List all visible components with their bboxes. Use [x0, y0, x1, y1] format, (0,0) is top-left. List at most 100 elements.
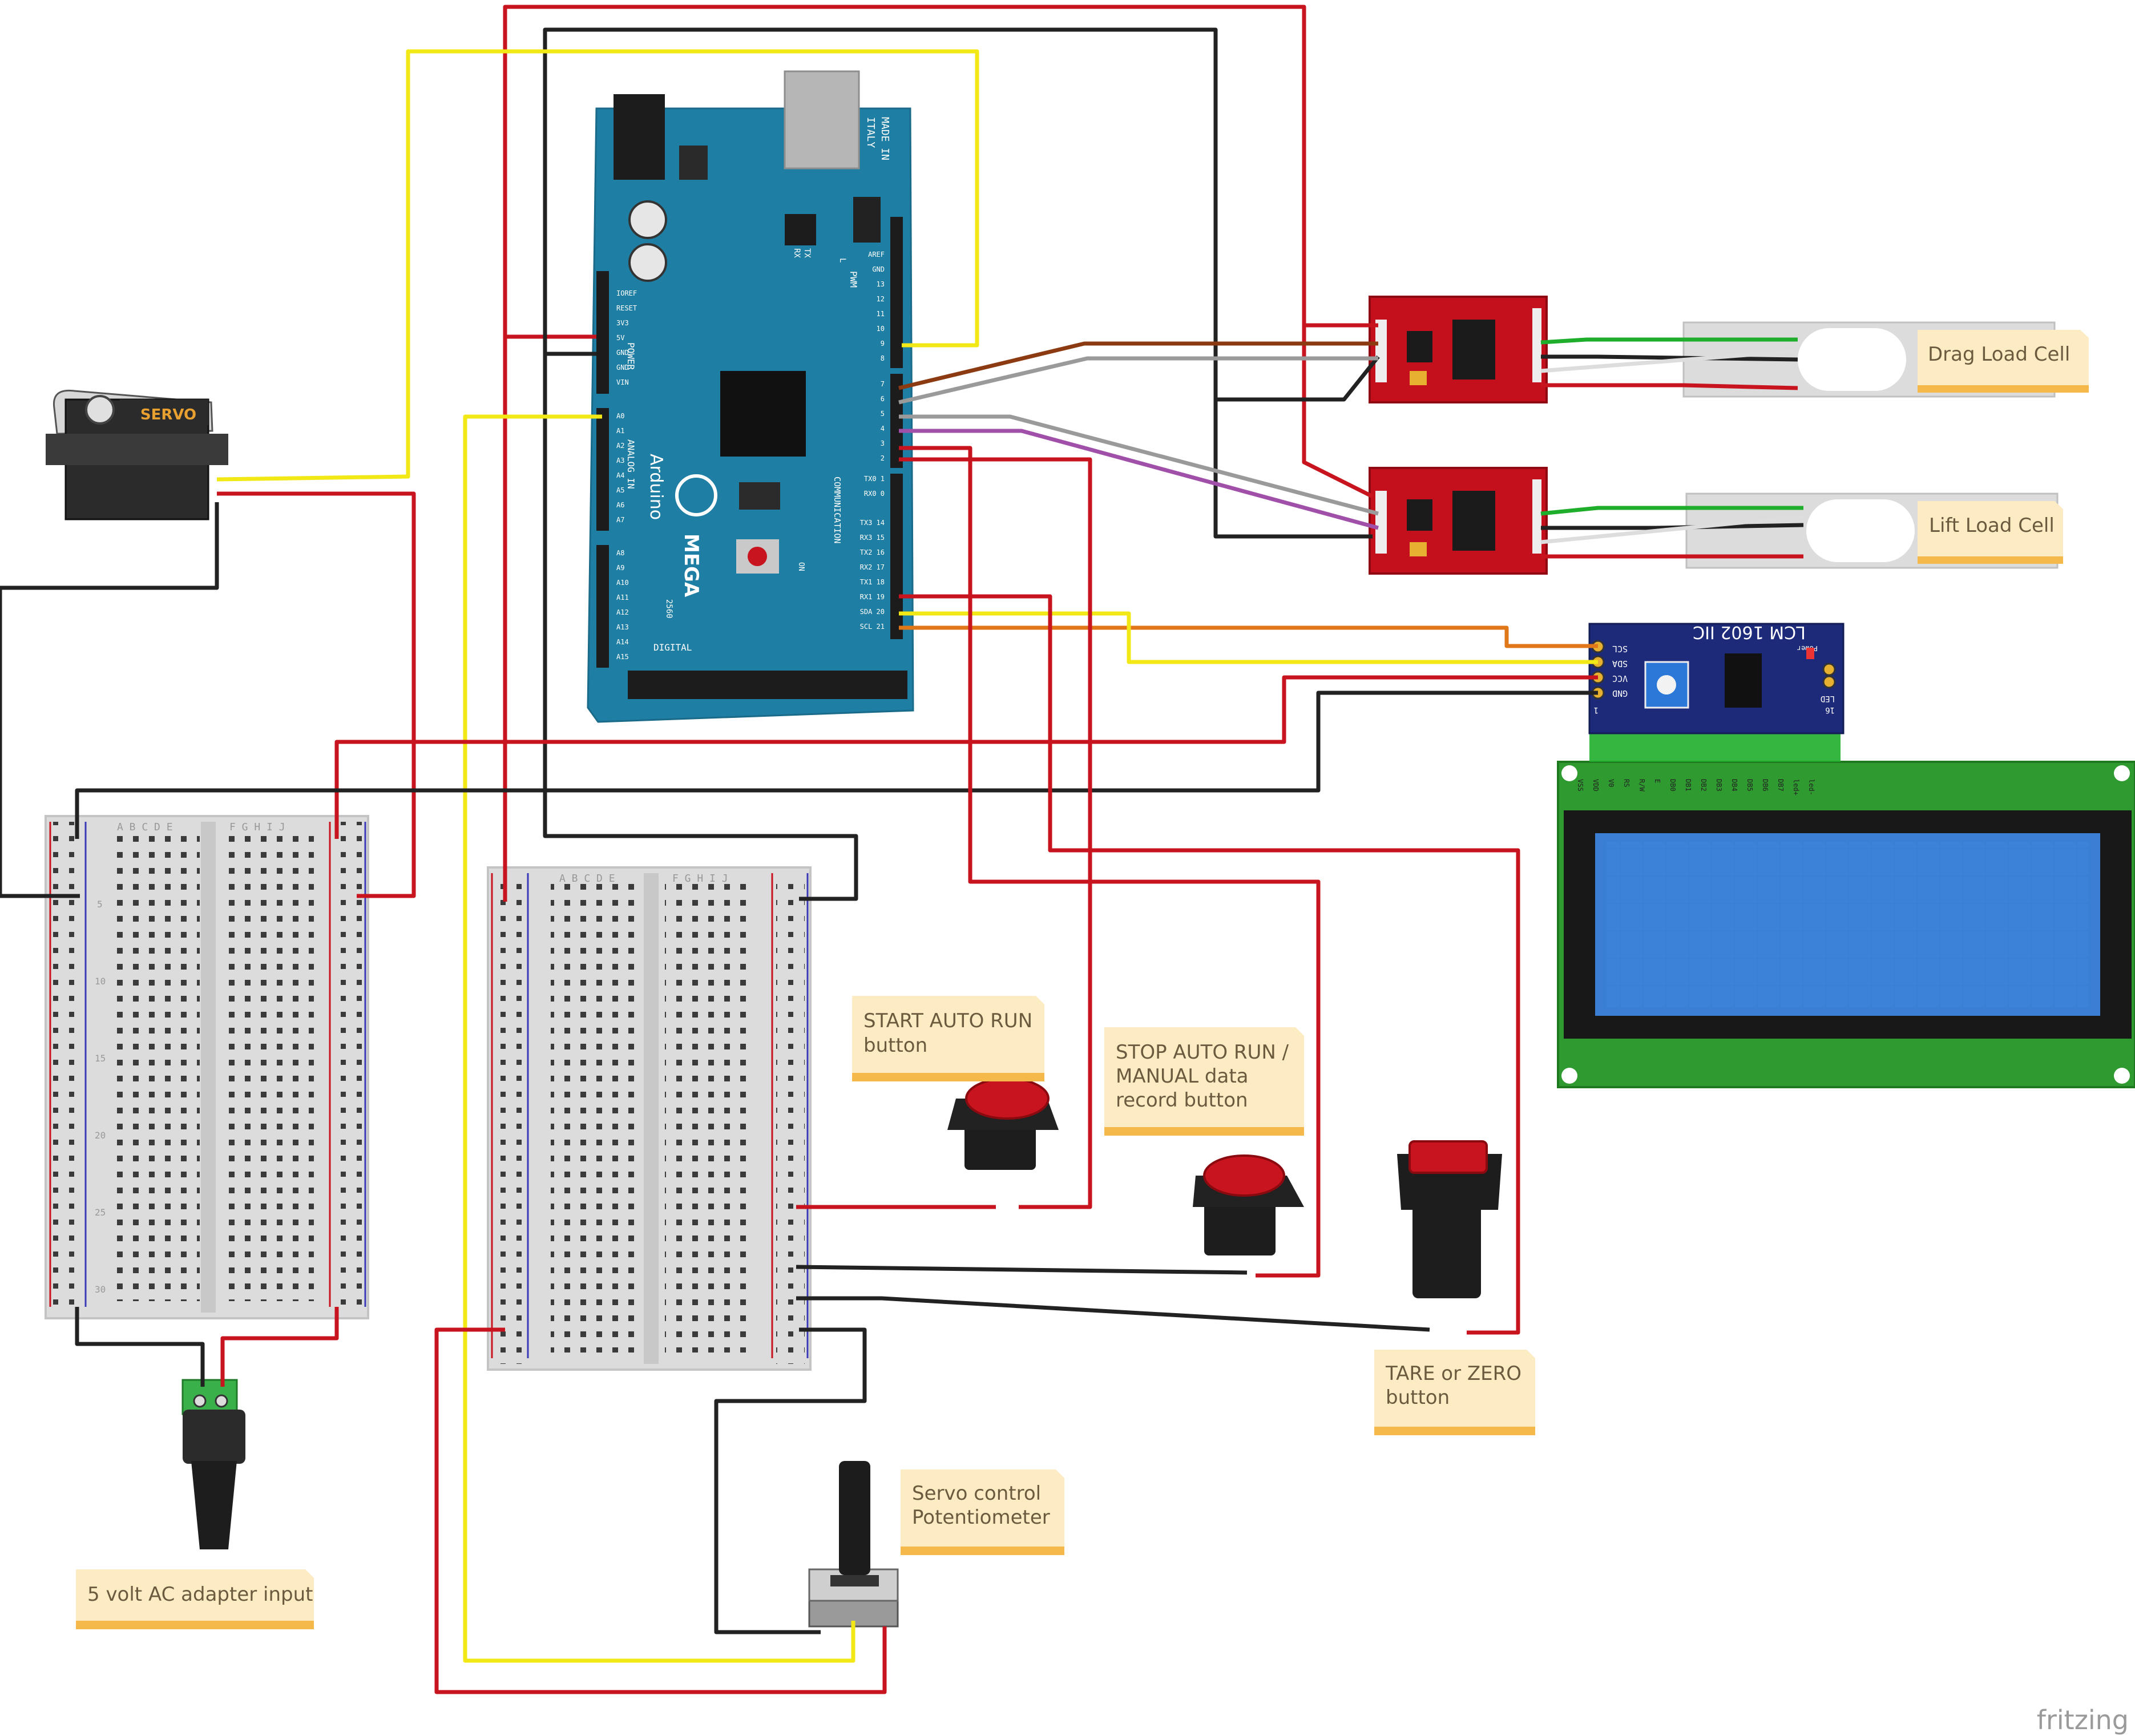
pin-label-a8: A8 [616, 549, 624, 557]
pin-label-d13: 13 [877, 280, 885, 288]
servo-label: SERVO [140, 406, 196, 423]
pin-label-d10: 10 [877, 325, 885, 333]
wire-red-pot-vcc [434, 1327, 887, 1694]
dc-barrel-jack-icon [181, 1379, 245, 1549]
pin-label-vin: VIN [616, 378, 629, 386]
backpack-pin-gnd: GND [1612, 688, 1628, 699]
pin-label-a13: A13 [616, 623, 629, 631]
pin-label-d2: 2 [881, 454, 885, 462]
pin-label-a9: A9 [616, 564, 624, 572]
breadboard-left-rail-b [334, 822, 362, 1313]
breadboard-left-row-10: 10 [95, 976, 106, 987]
rotary-potentiometer-icon[interactable] [808, 1461, 899, 1628]
note-drag-load-cell: Drag Load Cell [1918, 330, 2089, 393]
mega-2560-label: 2560 [664, 599, 673, 619]
wire-green-drag [1540, 337, 1798, 345]
wire-red-drag [1541, 383, 1798, 390]
breadboard-left: A B C D E F G H I J 5 10 15 20 25 30 [45, 815, 369, 1319]
stop-auto-run-pushbutton[interactable] [1193, 1154, 1304, 1255]
pin-label-d7: 7 [881, 380, 885, 388]
wire-red-lcd-vcc [334, 675, 1598, 839]
wire-black-arduino-to-breadboard [543, 354, 858, 901]
tare-zero-pushbutton[interactable] [1397, 1140, 1502, 1298]
pin-label-gnd-top: GND [872, 265, 885, 273]
note-lift-load-cell: Lift Load Cell [1918, 501, 2063, 564]
wire-black-drag [1541, 354, 1798, 362]
pin-label-d12: 12 [877, 295, 885, 303]
lcd-pin-led-minus: led- [1807, 779, 1815, 796]
wire-black-tare-rail [796, 1296, 1430, 1332]
note-start-auto-run: START AUTO RUN button [852, 996, 1044, 1081]
lcd-pin-v0: V0 [1607, 779, 1615, 787]
potentiometer-shaft[interactable] [839, 1461, 870, 1575]
breadboard-center-cols-left: A B C D E [559, 873, 615, 885]
backpack-pin-scl: SCL [1612, 644, 1628, 654]
wire-black-jack-gnd [75, 1307, 205, 1387]
usb-b-connector-icon [784, 70, 860, 169]
wire-red-servo [217, 491, 416, 898]
wire-red-tare-button [899, 594, 1520, 1335]
atmega2560-chip [720, 371, 806, 457]
rx-led-label: RX [792, 248, 801, 258]
breadboard-center-rail-b [776, 873, 805, 1364]
backpack-title: LCM 1602 IIC [1693, 622, 1806, 642]
note-drag-text: Drag Load Cell [1928, 343, 2070, 366]
backpack-pin-vcc: VCC [1612, 673, 1628, 684]
note-servo-potentiometer: Servo control Potentiometer [901, 1469, 1064, 1555]
breadboard-center-rail-a [495, 873, 523, 1364]
lcd-pin-db5: DB5 [1746, 779, 1754, 792]
start-auto-run-pushbutton[interactable] [947, 1077, 1059, 1170]
power-header-label: POWER [625, 342, 636, 370]
breadboard-left-row-15: 15 [95, 1053, 106, 1064]
wire-black-lcd-gnd [75, 691, 1598, 839]
lcd-i2c-backpack: LCM 1602 IIC Power LED 16 1 SCL SDA VCC … [1588, 622, 1845, 734]
pin-label-3v3: 3V3 [616, 319, 629, 327]
wire-red-stop-button [899, 446, 1321, 1278]
pin-label-gnd-2: GND [616, 364, 629, 372]
on-led-label: ON [797, 562, 805, 571]
dc-barrel-jack-icon [614, 94, 665, 180]
backpack-pin-sda: SDA [1612, 659, 1628, 669]
pin-label-a2: A2 [616, 442, 624, 450]
pin-label-a10: A10 [616, 579, 629, 587]
pin-label-tx3: TX3 14 [860, 519, 885, 527]
wire-gray-hx-drag-sck [898, 356, 1378, 405]
pin-label-gnd-1: GND [616, 349, 629, 357]
pin-label-aref: AREF [868, 251, 885, 259]
pushbutton-icon [965, 1077, 1050, 1120]
wire-red-to-hx-lift [1302, 325, 1374, 499]
lcd-pin-db1: DB1 [1684, 779, 1692, 792]
communication-header-label: COMMUNICATION [832, 477, 842, 543]
breadboard-left-terminal-ae [108, 827, 200, 1301]
analog-header-label: ANALOG IN [625, 439, 636, 489]
lcd-pin-vss: VSS [1576, 779, 1584, 792]
header-digital-top [890, 217, 903, 368]
pin-label-a1: A1 [616, 427, 624, 435]
mega-label: MEGA [680, 534, 703, 597]
header-pwm [890, 374, 903, 468]
breadboard-left-terminal-fj [223, 827, 314, 1301]
note-tare-line1: TARE or ZERO [1385, 1362, 1521, 1385]
note-pot-line1: Servo control [912, 1482, 1041, 1505]
pin-label-rx3: RX3 15 [860, 534, 885, 542]
arduino-mega-board: MADE IN ITALY Arduino MEGA 2560 POWER AN… [587, 70, 914, 723]
fritzing-watermark: fritzing [2037, 1705, 2129, 1735]
header-digital-double [628, 671, 907, 699]
pin-label-5v: 5V [616, 334, 624, 342]
pin-label-d9: 9 [881, 340, 885, 348]
note-stop-auto-run: STOP AUTO RUN / MANUAL data record butto… [1104, 1027, 1304, 1136]
wire-brown-hx-drag-dt [898, 341, 1378, 390]
hx711-amplifier-lift [1369, 467, 1548, 575]
pin-label-d8: 8 [881, 354, 885, 362]
pushbutton-icon [1408, 1140, 1488, 1174]
pin-label-tx1: TX1 18 [860, 578, 885, 586]
breadboard-left-row-20: 20 [95, 1130, 106, 1141]
note-start-line2: button [863, 1034, 927, 1057]
hx711-amplifier-drag [1369, 296, 1548, 403]
pin-label-a12: A12 [616, 608, 629, 616]
wire-black-to-hx-lift [1213, 399, 1373, 539]
lcd-pin-db4: DB4 [1730, 779, 1738, 792]
pin-label-d6: 6 [881, 395, 885, 403]
italy-label: ITALY [865, 117, 877, 148]
